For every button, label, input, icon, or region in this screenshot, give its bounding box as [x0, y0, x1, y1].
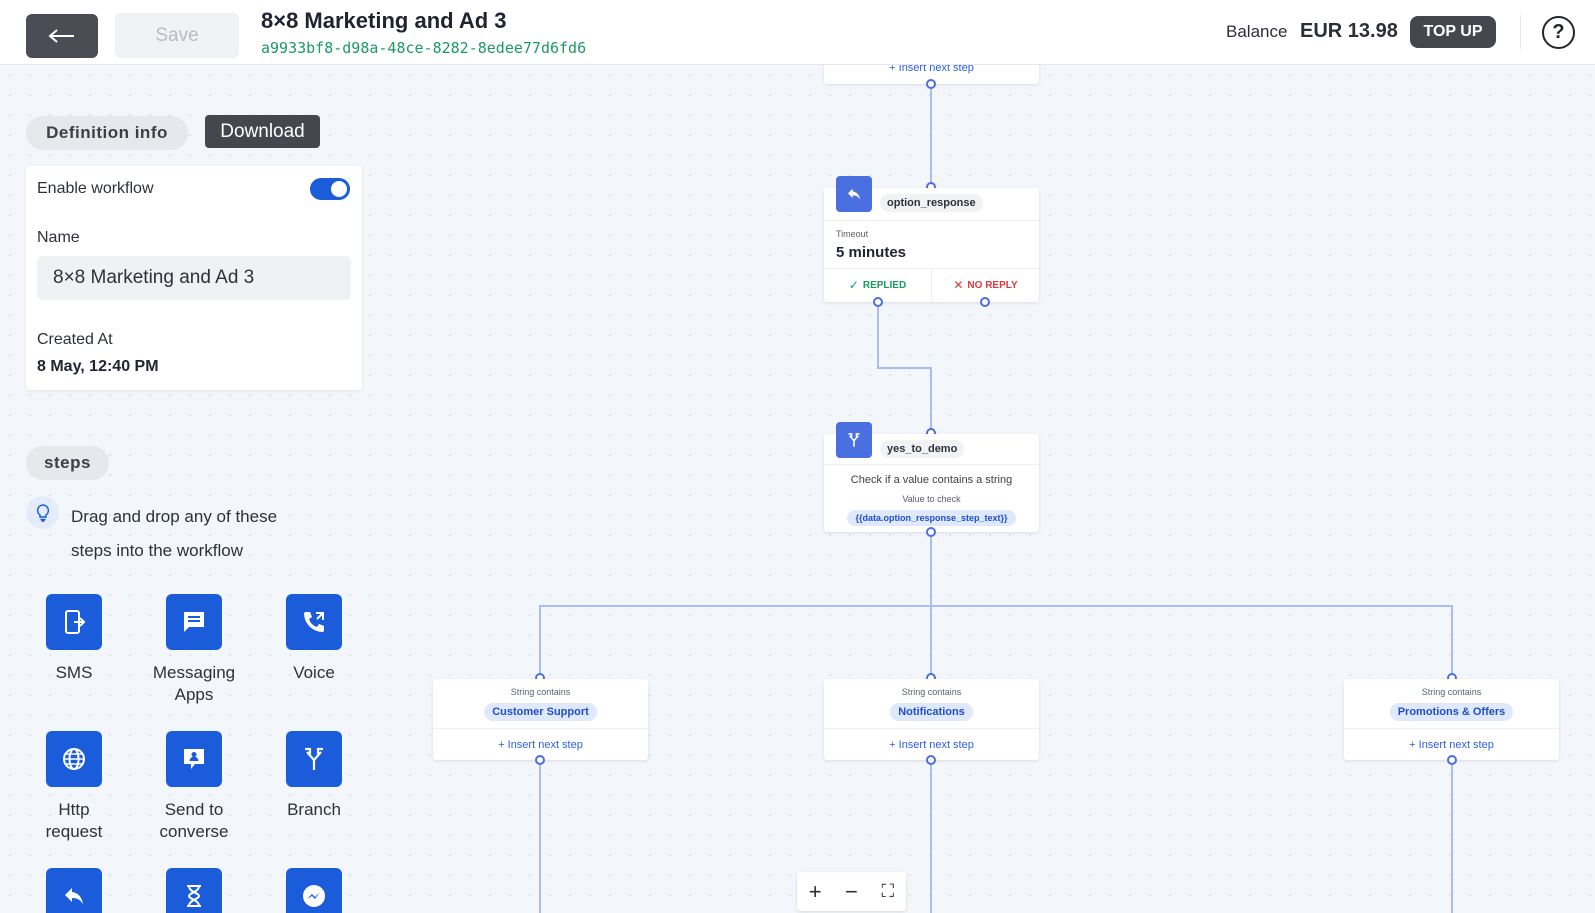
case-value-chip: Promotions & Offers [1389, 703, 1514, 721]
insert-next-step-link[interactable]: + Insert next step [1409, 739, 1494, 751]
case-node-notifications[interactable]: String contains Notifications + Insert n… [824, 679, 1039, 760]
page-title: 8×8 Marketing and Ad 3 [261, 8, 507, 33]
app-header: Save 8×8 Marketing and Ad 3 a9933bf8-d98… [0, 0, 1595, 65]
top-up-button[interactable]: TOP UP [1410, 16, 1496, 48]
tool-label: Messaging Apps [152, 663, 236, 704]
balance-value: EUR 13.98 [1300, 20, 1398, 42]
connector-port[interactable] [980, 297, 990, 307]
workflow-id: a9933bf8-d98a-48ce-8282-8edee77d6fd6 [261, 39, 587, 57]
branch-icon [286, 731, 342, 787]
case-value-chip: Notifications [890, 703, 973, 721]
node-name: yes_to_demo [880, 440, 965, 458]
tool-label: Voice [293, 663, 335, 682]
name-label: Name [37, 229, 80, 246]
balance-label: Balance [1226, 22, 1288, 41]
connector-port[interactable] [926, 79, 936, 89]
steps-tip-line2: steps into the workflow [71, 541, 243, 560]
created-at-label: Created At [37, 331, 113, 348]
steps-tip-line1: Drag and drop any of these [71, 507, 278, 526]
enable-workflow-label: Enable workflow [37, 180, 154, 197]
tab-definition-info[interactable]: Definition info [26, 116, 188, 150]
insert-next-step-link[interactable]: + Insert next step [498, 739, 583, 751]
tool-label: Branch [287, 800, 341, 819]
connector-port[interactable] [926, 755, 936, 765]
case-node-customer-support[interactable]: String contains Customer Support + Inser… [433, 679, 648, 760]
case-condition: String contains [510, 687, 571, 697]
zoom-controls: + − ⛶ [797, 872, 906, 911]
definition-card: Enable workflow Name Created At 8 May, 1… [26, 166, 362, 390]
arrow-left-icon [48, 29, 74, 43]
insert-next-step-link[interactable]: + Insert next step [889, 739, 974, 751]
reply-icon [836, 176, 872, 212]
case-node-promotions[interactable]: String contains Promotions & Offers + In… [1344, 679, 1559, 760]
timeout-label: Timeout [836, 229, 869, 239]
tool-label: SMS [55, 663, 93, 682]
name-input[interactable] [37, 256, 351, 300]
tool-messaging-apps[interactable]: Messaging Apps [139, 594, 249, 706]
sms-icon [46, 594, 102, 650]
option-response-node[interactable]: option_response Timeout 5 minutes ✓ REPL… [824, 176, 1039, 302]
zoom-in-button[interactable]: + [808, 878, 822, 904]
no-reply-label: NO REPLY [967, 279, 1018, 291]
no-reply-outcome[interactable]: ✕ NO REPLY [932, 268, 1039, 302]
steps-tip: Drag and drop any of these steps into th… [71, 500, 311, 568]
tool-branch[interactable]: Branch [259, 731, 369, 821]
tool-reply[interactable] [19, 868, 129, 913]
connector-port[interactable] [873, 297, 883, 307]
node-name: option_response [880, 194, 983, 212]
help-icon[interactable]: ? [1542, 16, 1575, 49]
download-button[interactable]: Download [205, 115, 320, 148]
globe-icon [46, 731, 102, 787]
back-button[interactable] [26, 14, 98, 58]
branch-description: Check if a value contains a string [850, 474, 1013, 486]
timeout-value: 5 minutes [836, 244, 907, 261]
connector-port[interactable] [926, 527, 936, 537]
tool-messenger[interactable] [259, 868, 369, 913]
created-at-value: 8 May, 12:40 PM [37, 358, 159, 375]
yes-to-demo-node[interactable]: yes_to_demo Check if a value contains a … [824, 422, 1039, 532]
branch-icon [836, 422, 872, 458]
tool-label: Send to converse [159, 800, 229, 841]
tool-sms[interactable]: SMS [19, 594, 129, 684]
connector-port[interactable] [535, 755, 545, 765]
fit-view-button[interactable]: ⛶ [881, 881, 895, 901]
connector-port[interactable] [1447, 755, 1457, 765]
case-condition: String contains [1421, 687, 1482, 697]
contact-message-icon [166, 731, 222, 787]
reply-icon [46, 868, 102, 913]
tool-wait[interactable] [139, 868, 249, 913]
tab-steps[interactable]: steps [26, 446, 109, 480]
tool-label: Http request [45, 800, 103, 841]
zoom-out-button[interactable]: − [845, 878, 858, 904]
tool-http-request[interactable]: Http request [19, 731, 129, 843]
header-divider [1520, 15, 1521, 49]
replied-outcome[interactable]: ✓ REPLIED [824, 268, 931, 302]
value-to-check-chip: {{data.option_response_step_text}} [847, 510, 1016, 526]
check-icon: ✓ [848, 278, 859, 292]
chat-icon [166, 594, 222, 650]
hourglass-icon [166, 868, 222, 913]
tool-voice[interactable]: Voice [259, 594, 369, 684]
messenger-icon [286, 868, 342, 913]
tool-send-to-converse[interactable]: Send to converse [139, 731, 249, 843]
save-button[interactable]: Save [115, 13, 239, 58]
value-to-check-label: Value to check [902, 494, 961, 504]
case-condition: String contains [901, 687, 962, 697]
replied-label: REPLIED [862, 279, 907, 291]
phone-icon [286, 594, 342, 650]
enable-workflow-toggle[interactable] [310, 178, 350, 200]
case-value-chip: Customer Support [484, 703, 597, 721]
lightbulb-icon [26, 496, 59, 529]
insert-next-step-link[interactable]: + Insert next step [889, 62, 974, 74]
close-icon: ✕ [953, 278, 964, 292]
